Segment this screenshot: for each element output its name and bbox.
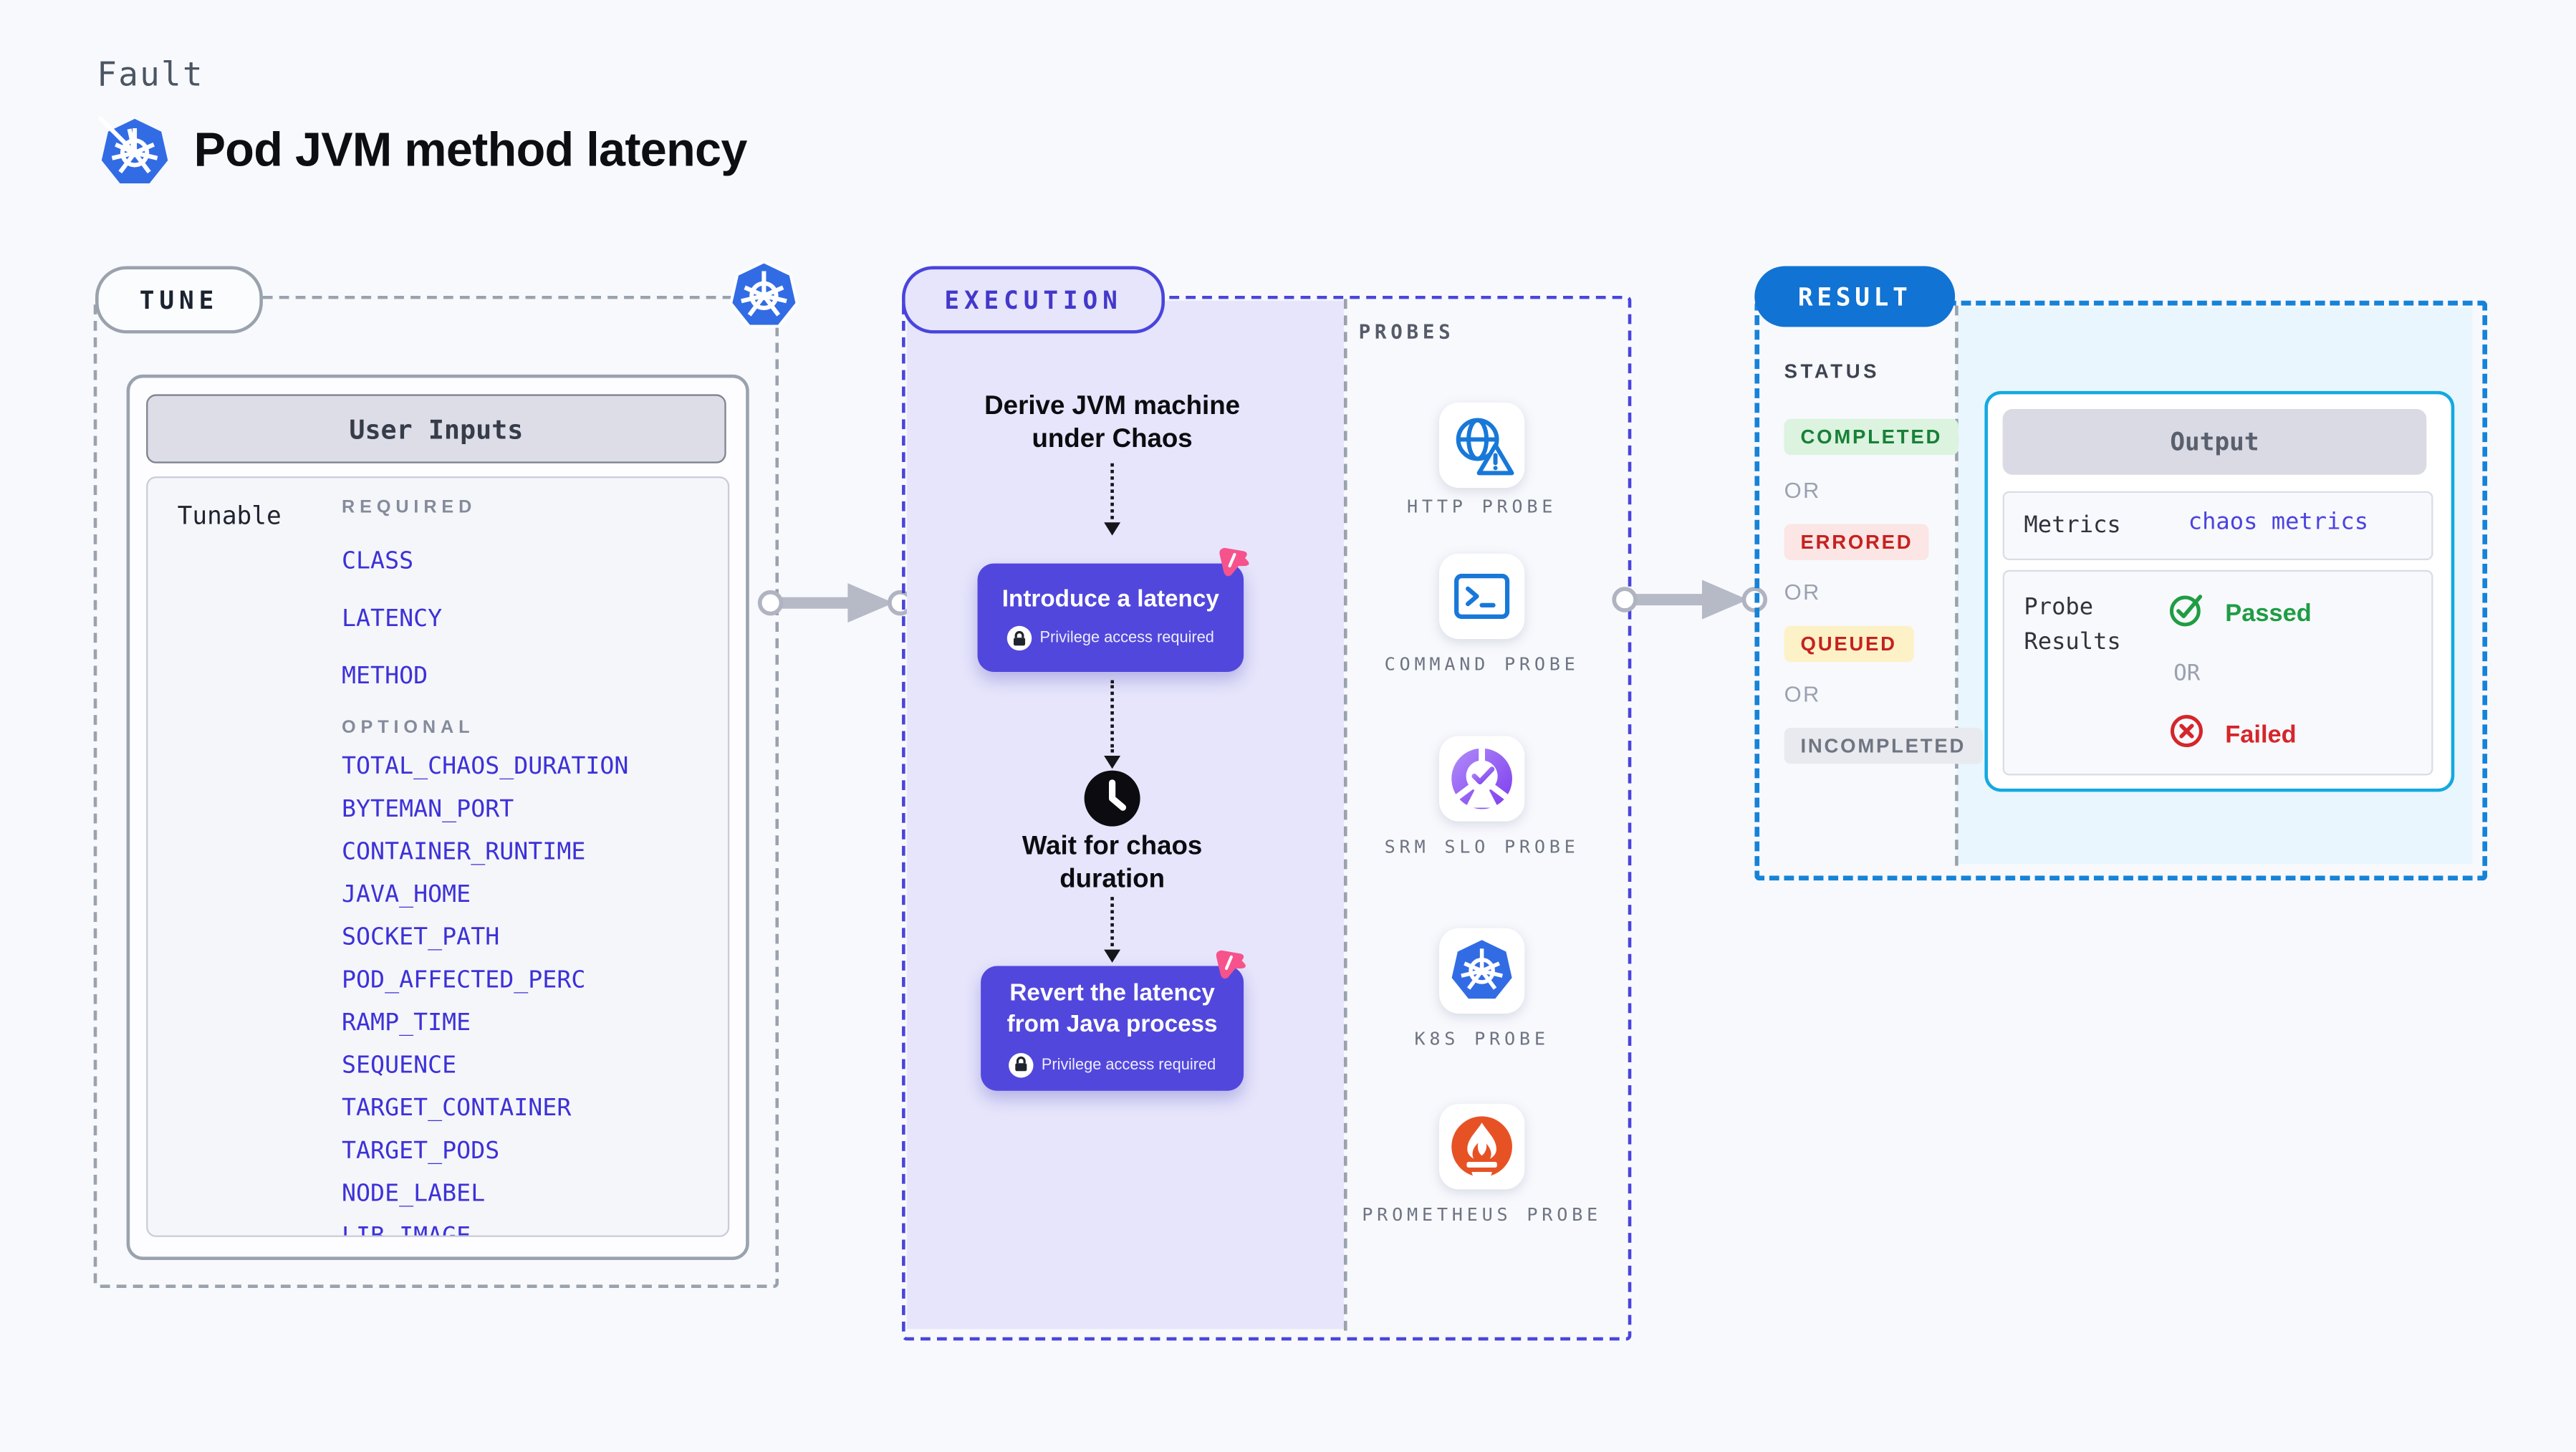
terminal-icon [1454, 574, 1510, 619]
k8s-probe-card [1438, 928, 1525, 1014]
status-badge-errored: ERRORED [1784, 524, 1930, 561]
output-header: Output [2002, 409, 2427, 475]
fault-kicker: Fault [97, 54, 204, 94]
tunable-item: RAMP_TIME [342, 1010, 471, 1037]
tunable-item: POD_AFFECTED_PERC [342, 967, 586, 994]
tunable-item: BYTEMAN_PORT [342, 797, 514, 823]
kubernetes-icon [98, 116, 168, 183]
lock-icon [1008, 1052, 1034, 1078]
srm-slo-probe-card [1438, 736, 1525, 822]
or-separator: OR [1784, 681, 1821, 707]
status-output-divider [1955, 305, 1959, 866]
x-circle-icon [2170, 715, 2203, 748]
flow-connector [1110, 680, 1114, 753]
or-separator: OR [2173, 660, 2201, 687]
status-badge-queued: QUEUED [1784, 625, 1913, 663]
tunable-item: TARGET_PODS [342, 1138, 500, 1165]
chaos-badge-icon [1216, 950, 1246, 979]
flow-connector [1110, 897, 1114, 946]
introduce-latency-node: Introduce a latency Privilege access req… [977, 563, 1244, 672]
failed-label: Failed [2225, 721, 2297, 749]
prometheus-probe-card [1438, 1104, 1525, 1190]
kubernetes-icon [1451, 940, 1512, 999]
probes-column-label: PROBES [1358, 320, 1455, 344]
probe-results-label: Probe Results [2024, 595, 2121, 656]
probe-label: K8S PROBE [1414, 1028, 1549, 1050]
arrow-down-icon [1104, 949, 1121, 963]
tunables-list: Tunable REQUIRED CLASS LATENCY METHOD OP… [146, 476, 730, 1237]
tunable-item: METHOD [342, 663, 428, 691]
tunable-item: LIB_IMAGE [342, 1223, 471, 1237]
wait-step-label: Wait for chaos duration [1022, 832, 1203, 893]
metrics-value: chaos metrics [2188, 509, 2369, 536]
tunable-item: NODE_LABEL [342, 1181, 486, 1208]
tunable-item: CONTAINER_RUNTIME [342, 839, 586, 866]
metrics-label: Metrics [2024, 512, 2121, 539]
privilege-note: Privilege access required [1039, 630, 1214, 648]
status-badge-incompleted: INCOMPLETED [1784, 727, 1983, 764]
arrow-down-icon [1104, 755, 1121, 769]
user-inputs-header: User Inputs [146, 394, 726, 463]
result-tab: RESULT [1754, 266, 1956, 327]
execution-tab: EXECUTION [902, 266, 1165, 334]
kubernetes-icon [729, 260, 799, 328]
revert-latency-node: Revert the latency from Java process Pri… [981, 966, 1244, 1091]
or-separator: OR [1784, 580, 1821, 605]
passed-indicator: Passed [2168, 592, 2312, 630]
status-badge-completed: COMPLETED [1784, 418, 1959, 456]
probe-results-row: Probe Results Passed OR Failed [2002, 569, 2433, 776]
failed-indicator: Failed [2168, 713, 2297, 751]
probes-divider [1343, 299, 1347, 1331]
status-column-label: STATUS [1784, 360, 1880, 383]
slo-gauge-icon [1451, 748, 1512, 809]
required-group-label: REQUIRED [342, 497, 477, 518]
tunable-item: SOCKET_PATH [342, 925, 500, 951]
probe-label: SRM SLO PROBE [1384, 836, 1580, 858]
output-card: Output Metrics chaos metrics Probe Resul… [1984, 390, 2455, 792]
globe-alert-icon [1456, 418, 1514, 476]
check-circle-icon [2169, 595, 2203, 627]
user-inputs-card: User Inputs Tunable REQUIRED CLASS LATEN… [126, 374, 749, 1261]
or-separator: OR [1784, 478, 1821, 503]
passed-label: Passed [2225, 600, 2312, 628]
page-title: Pod JVM method latency [193, 125, 748, 178]
node-title: Introduce a latency [1001, 585, 1219, 612]
arrow-down-icon [1104, 522, 1121, 536]
tunable-item: JAVA_HOME [342, 882, 471, 909]
tunable-row-label: Tunable [177, 501, 282, 531]
probe-label: HTTP PROBE [1406, 496, 1557, 518]
node-title: Revert the latency from Java process [1006, 981, 1218, 1039]
probe-label: COMMAND PROBE [1384, 653, 1580, 675]
privilege-row: Privilege access required [1006, 626, 1214, 652]
metrics-row: Metrics chaos metrics [2002, 491, 2433, 561]
tunable-item: CLASS [342, 548, 414, 575]
privilege-note: Privilege access required [1041, 1056, 1216, 1074]
execution-section-box [902, 295, 1632, 1341]
tunable-item: SEQUENCE [342, 1053, 457, 1080]
tune-section-box [93, 295, 779, 1288]
flow-arrow [1612, 580, 1768, 620]
tunable-item: TOTAL_CHAOS_DURATION [342, 754, 629, 781]
tunable-item: LATENCY [342, 606, 443, 633]
privilege-row: Privilege access required [1008, 1052, 1216, 1078]
probe-label: PROMETHEUS PROBE [1362, 1204, 1602, 1226]
tune-tab: TUNE [95, 266, 263, 334]
clock-icon [1084, 770, 1140, 827]
tunable-item: TARGET_CONTAINER [342, 1095, 572, 1122]
command-probe-card [1438, 553, 1525, 640]
chaos-badge-icon [1219, 547, 1249, 577]
flow-arrow [757, 583, 913, 623]
result-section-box [1754, 300, 2488, 881]
prometheus-flame-icon [1451, 1116, 1512, 1180]
optional-group-label: OPTIONAL [342, 718, 475, 738]
flow-connector [1110, 463, 1114, 519]
lock-icon [1006, 626, 1032, 652]
derive-step-label: Derive JVM machine under Chaos [984, 393, 1241, 453]
http-probe-card [1438, 402, 1525, 489]
